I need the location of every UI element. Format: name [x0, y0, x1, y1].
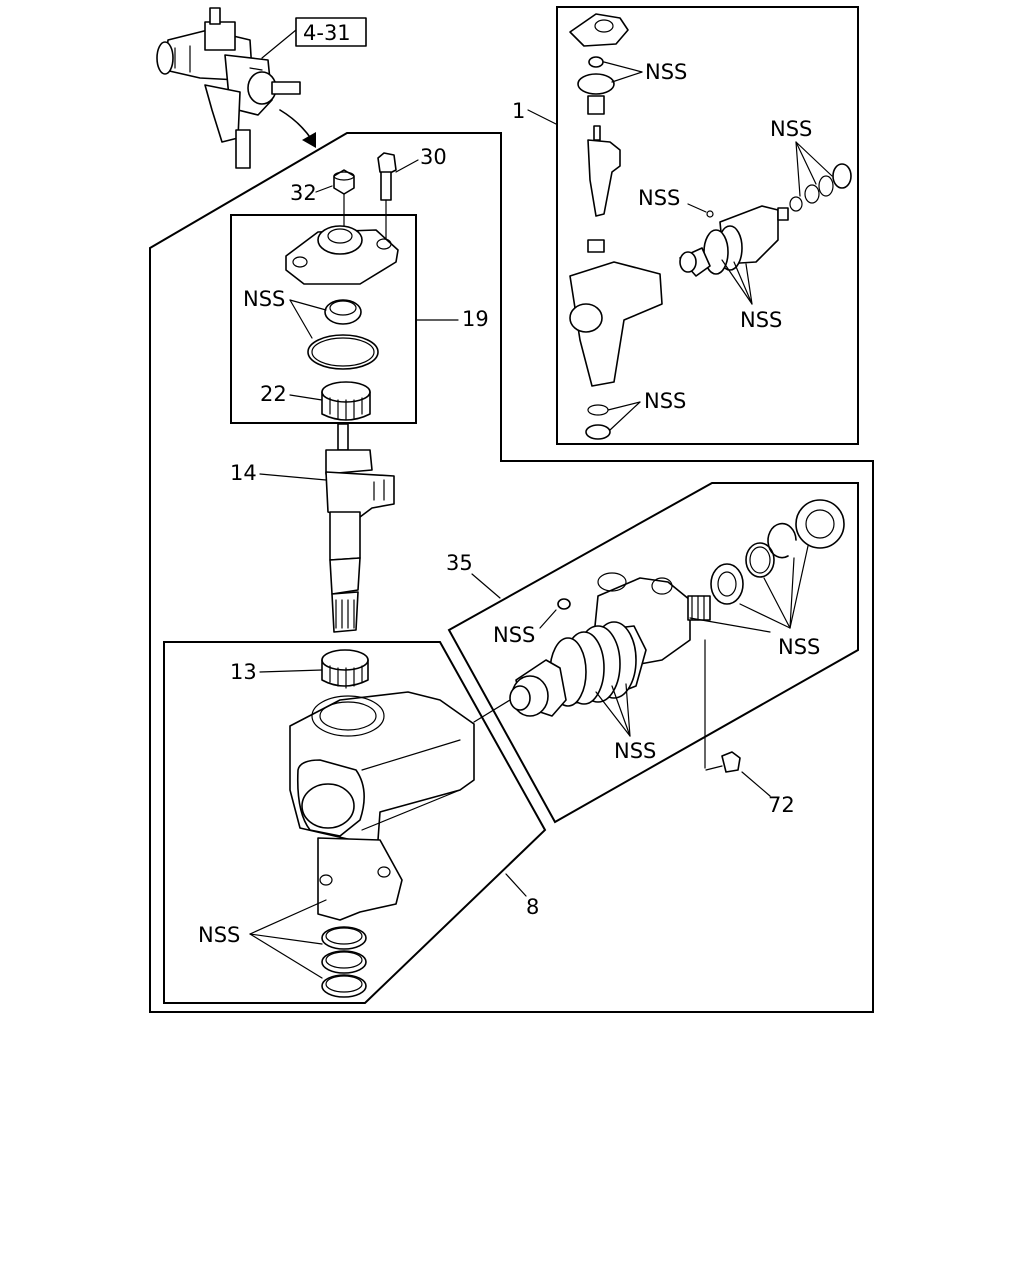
- seal-ring-19: [307, 299, 379, 370]
- label-nss-35c: NSS: [778, 635, 820, 659]
- label-nss-35a: NSS: [493, 623, 535, 647]
- label-nss-in1: NSS: [645, 60, 687, 84]
- curved-arrow: [279, 109, 313, 141]
- cover-19: [285, 225, 399, 285]
- label-19: 19: [462, 307, 489, 331]
- lower-seals-8: [321, 926, 367, 998]
- frame-8: [163, 641, 547, 1004]
- label-nss-19: NSS: [243, 287, 285, 311]
- label-30: 30: [420, 145, 447, 169]
- bolt-72: [704, 639, 741, 773]
- arrow-head-icon: [302, 132, 316, 148]
- inset-exploded-view: [569, 13, 852, 440]
- label-nss-in3: NSS: [638, 186, 680, 210]
- nut-32: [333, 169, 355, 231]
- ref-box-label: 4-31: [303, 21, 351, 45]
- label-nss-in4: NSS: [740, 308, 782, 332]
- bearing-22: [321, 381, 371, 421]
- ref-box: [295, 17, 367, 47]
- label-13: 13: [230, 660, 257, 684]
- label-nss-8: NSS: [198, 923, 240, 947]
- bolt-30: [377, 152, 397, 241]
- label-1: 1: [512, 99, 525, 123]
- housing-8: [289, 691, 475, 921]
- label-nss-in5: NSS: [644, 389, 686, 413]
- label-nss-35b: NSS: [614, 739, 656, 763]
- label-8: 8: [526, 895, 539, 919]
- assembled-gear-illustration: [156, 7, 301, 169]
- label-14: 14: [230, 461, 257, 485]
- frame-35: [447, 482, 859, 824]
- bearing-13: [321, 649, 369, 689]
- sector-shaft-14: [325, 423, 395, 633]
- main-frame: [149, 132, 874, 1013]
- label-35: 35: [446, 551, 473, 575]
- end-seals-35: [710, 499, 845, 605]
- inset-frame: [556, 6, 859, 445]
- label-nss-in2: NSS: [770, 117, 812, 141]
- frame-19: [230, 214, 417, 424]
- label-72: 72: [768, 793, 795, 817]
- o-ring-35: [557, 598, 571, 610]
- label-22: 22: [260, 382, 287, 406]
- label-32: 32: [290, 181, 317, 205]
- worm-assembly-35: [473, 572, 711, 723]
